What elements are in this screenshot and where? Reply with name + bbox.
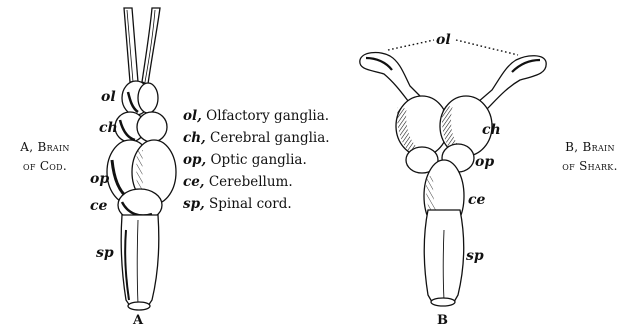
shark-olfactory-right: [478, 56, 546, 110]
cod-olfactory-ganglia: [122, 81, 158, 115]
shark-spinal-cord: [424, 210, 463, 306]
legend-item: op, Optic ganglia.: [183, 154, 307, 168]
legend-item: ol, Olfactory ganglia.: [183, 110, 329, 124]
legend-abbr: ce,: [183, 174, 205, 190]
legend-text: Optic ganglia.: [210, 152, 306, 168]
legend-abbr: op,: [183, 152, 206, 168]
cod-cerebral-ganglia: [115, 112, 167, 142]
cod-olfactory-tracts: [124, 8, 160, 84]
caption-shark-line1: B, Brain: [548, 141, 632, 153]
legend-abbr: ol,: [183, 108, 202, 124]
caption-cod-line1: A, Brain: [6, 141, 84, 153]
legend-text: Cerebellum.: [209, 174, 293, 190]
shark-label-sp: sp: [466, 249, 484, 263]
cod-label-ch: ch: [99, 121, 118, 135]
shark-ol-connector: [388, 40, 518, 55]
legend-abbr: sp,: [183, 196, 205, 212]
cod-brain: [107, 8, 176, 310]
shark-label-ce: ce: [468, 193, 485, 207]
cod-label-ce: ce: [90, 199, 107, 213]
cod-spinal-cord: [121, 215, 159, 310]
figure-letter-a: A: [133, 314, 143, 327]
legend-abbr: ch,: [183, 130, 206, 146]
legend-text: Spinal cord.: [209, 196, 292, 212]
shark-cerebral-hemispheres: [396, 96, 492, 156]
legend-item: sp, Spinal cord.: [183, 198, 292, 212]
legend-text: Olfactory ganglia.: [206, 108, 329, 124]
cod-label-op: op: [90, 172, 109, 186]
legend-text: Cerebral ganglia.: [210, 130, 330, 146]
shark-label-ol: ol: [436, 33, 451, 47]
cod-label-sp: sp: [96, 246, 114, 260]
caption-shark-line2: of Shark.: [548, 160, 632, 172]
cod-label-ol: ol: [101, 90, 116, 104]
figure-letter-b: B: [437, 314, 448, 327]
shark-brain: [360, 40, 546, 306]
legend-item: ch, Cerebral ganglia.: [183, 132, 330, 146]
shark-label-ch: ch: [482, 123, 501, 137]
caption-cod-line2: of Cod.: [6, 160, 84, 172]
shark-label-op: op: [475, 155, 494, 169]
legend-item: ce, Cerebellum.: [183, 176, 293, 190]
